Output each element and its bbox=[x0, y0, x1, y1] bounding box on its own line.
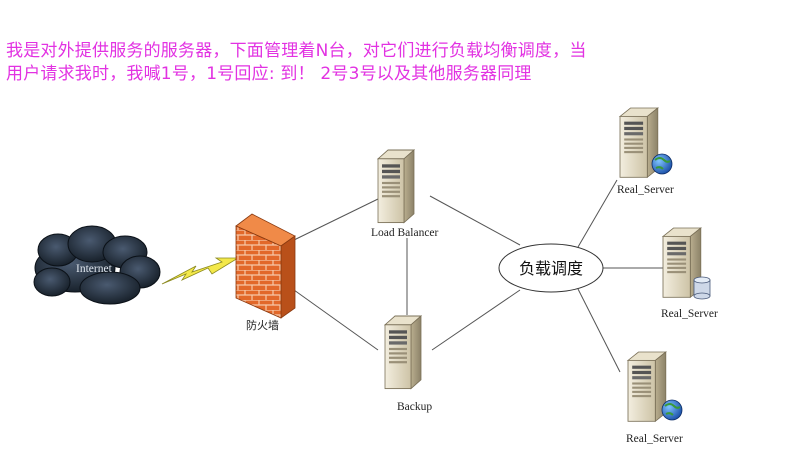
caption-text: 我是对外提供服务的服务器，下面管理着N台，对它们进行负载均衡调度，当 用户请求我… bbox=[6, 40, 776, 86]
link-loadbalancer-scheduler bbox=[429, 195, 521, 246]
server-icon bbox=[384, 315, 422, 390]
real-server-2-label: Real_Server bbox=[661, 308, 718, 320]
connection-lines bbox=[293, 179, 663, 373]
lightning-icon bbox=[161, 257, 240, 285]
caption-line-2: 用户请求我时，我喊1号，1号回应: 到！ 2号3号以及其他服务器同理 bbox=[6, 64, 532, 84]
load-balancer-label: Load Balancer bbox=[371, 227, 439, 239]
globe-icon bbox=[651, 153, 673, 175]
real-server-1-node: Real_Server bbox=[617, 107, 674, 196]
firewall-label: 防火墙 bbox=[246, 318, 279, 332]
cloud-icon bbox=[33, 225, 161, 305]
scheduler-ellipse bbox=[498, 243, 604, 293]
link-scheduler-server1 bbox=[577, 179, 618, 248]
link-backup-scheduler bbox=[431, 289, 521, 351]
backup-label: Backup bbox=[397, 401, 432, 413]
link-scheduler-server3 bbox=[577, 288, 621, 373]
link-firewall-loadbalancer bbox=[293, 198, 379, 241]
link-firewall-backup bbox=[293, 289, 379, 351]
internet-node: Internet bbox=[33, 225, 161, 305]
internet-label: Internet bbox=[76, 263, 113, 275]
load-balancer-node: Load Balancer bbox=[371, 149, 439, 239]
scheduler-label: 负载调度 bbox=[519, 259, 583, 278]
real-server-2-node: Real_Server bbox=[661, 227, 718, 320]
real-server-3-node: Real_Server bbox=[626, 351, 683, 445]
real-server-3-label: Real_Server bbox=[626, 433, 683, 445]
server-icon bbox=[377, 149, 415, 224]
backup-node: Backup bbox=[384, 315, 432, 413]
firewall-node: 防火墙 bbox=[235, 213, 296, 332]
firewall-icon bbox=[235, 213, 296, 319]
caption-line-1: 我是对外提供服务的服务器，下面管理着N台，对它们进行负载均衡调度，当 bbox=[6, 41, 587, 61]
globe-icon bbox=[661, 399, 683, 421]
database-icon bbox=[693, 276, 711, 300]
real-server-1-label: Real_Server bbox=[617, 184, 674, 196]
server-icon bbox=[627, 351, 667, 422]
scheduler-node: 负载调度 bbox=[498, 243, 604, 293]
